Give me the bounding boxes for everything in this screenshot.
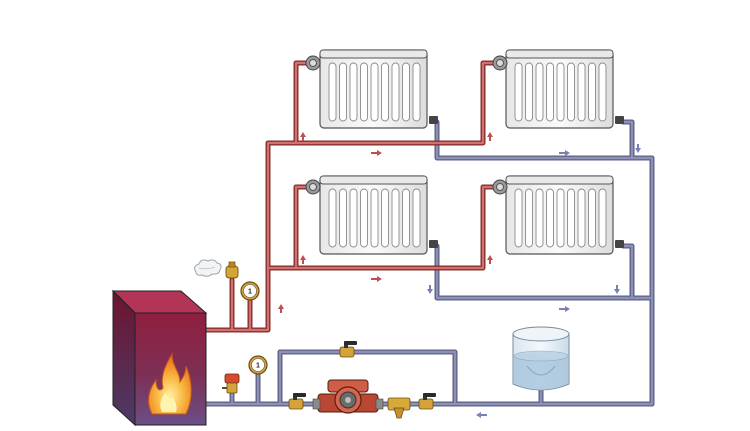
- radiator-fin: [328, 62, 337, 122]
- radiator-fin: [370, 62, 379, 122]
- circulation-pump: [312, 379, 384, 414]
- flow-arrows-supply: [278, 132, 493, 313]
- arrow-up-icon: [300, 255, 306, 264]
- flame-icon: [148, 352, 192, 415]
- radiator-fin: [360, 62, 368, 122]
- flow-arrows-return: [427, 144, 641, 418]
- radiator-fin: [514, 62, 523, 122]
- radiator-fin: [412, 62, 421, 122]
- pressure-gauge-return: 1: [248, 355, 268, 375]
- radiator-fin: [360, 188, 368, 248]
- steam-puff-icon: [194, 259, 222, 277]
- radiator-bottom-left: [319, 175, 428, 255]
- svg-text:1: 1: [248, 289, 252, 296]
- radiator-fin: [546, 188, 554, 248]
- radiator-fin: [577, 62, 586, 122]
- boiler: [111, 289, 208, 427]
- radiator-top-right: [505, 49, 614, 129]
- radiator-bottom-right: [505, 175, 614, 255]
- radiator-fin: [370, 188, 379, 248]
- ball-valve-pump-outlet: [418, 393, 436, 410]
- radiator-fin: [412, 188, 421, 248]
- radiator-fin: [556, 62, 565, 122]
- radiator-fin: [381, 62, 389, 122]
- lockshield-valves: [429, 116, 624, 248]
- radiator-fin: [598, 62, 607, 122]
- arrow-up-icon: [487, 255, 493, 264]
- radiator-fin: [556, 188, 565, 248]
- ball-valve-bypass: [339, 341, 357, 358]
- arrow-down-icon: [614, 285, 620, 294]
- arrow-down-icon: [427, 285, 433, 294]
- radiator-fin: [514, 188, 523, 248]
- radiator-fin: [577, 188, 586, 248]
- arrow-up-icon: [487, 132, 493, 141]
- radiator-fin: [391, 62, 400, 122]
- arrow-right-icon: [559, 150, 570, 156]
- radiator-fin: [391, 188, 400, 248]
- arrow-up-icon: [278, 304, 284, 313]
- thermostatic-valves: [305, 55, 508, 195]
- radiator-fin: [328, 188, 337, 248]
- radiator-fin: [349, 62, 358, 122]
- safety-valve: [222, 373, 240, 394]
- radiator-fin: [525, 62, 533, 122]
- radiator-fin: [339, 62, 347, 122]
- radiator-fin: [402, 62, 410, 122]
- arrow-right-icon: [371, 150, 382, 156]
- radiator-fin: [525, 188, 533, 248]
- air-vent: [194, 259, 239, 279]
- svg-text:1: 1: [256, 363, 260, 370]
- return-pipes: [204, 119, 655, 407]
- expansion-tank: [512, 326, 570, 391]
- radiator-fin: [535, 62, 544, 122]
- ball-valve-pump-inlet: [288, 393, 306, 410]
- radiator-fin: [567, 188, 575, 248]
- arrow-right-icon: [559, 306, 570, 312]
- arrow-down-icon: [635, 144, 641, 153]
- radiator-fin: [598, 188, 607, 248]
- radiator-fin: [339, 188, 347, 248]
- radiator-fin: [588, 62, 596, 122]
- strainer: [387, 397, 411, 419]
- radiator-fin: [402, 188, 410, 248]
- radiator-top-left: [319, 49, 428, 129]
- radiator-fin: [381, 188, 389, 248]
- radiator-fin: [567, 62, 575, 122]
- arrow-up-icon: [300, 132, 306, 141]
- arrow-left-icon: [476, 412, 487, 418]
- radiator-fin: [546, 62, 554, 122]
- radiator-fin: [349, 188, 358, 248]
- arrow-right-icon: [371, 276, 382, 282]
- supply-pipes: [204, 60, 500, 333]
- radiator-fin: [535, 188, 544, 248]
- radiator-fin: [588, 188, 596, 248]
- pressure-gauge-supply: 1: [240, 281, 260, 301]
